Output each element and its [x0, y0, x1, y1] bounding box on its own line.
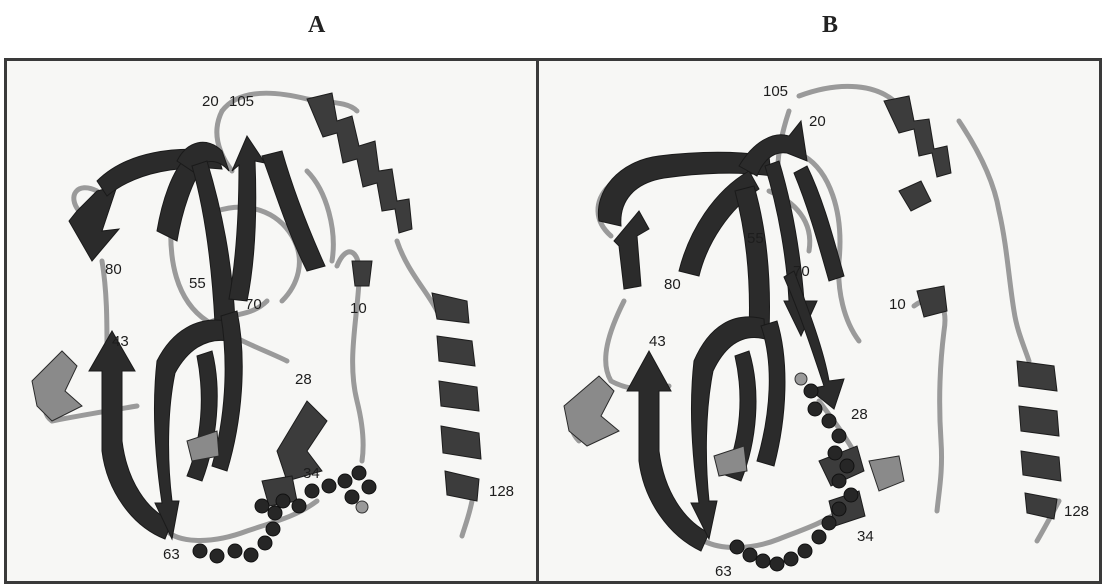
bead [268, 506, 282, 520]
beta-strand [229, 136, 265, 301]
alpha-helix [187, 431, 219, 461]
coil [914, 299, 945, 511]
panel-b-title: B [822, 12, 838, 39]
beta-strand [262, 151, 325, 271]
alpha-helix [352, 261, 372, 286]
alpha-helix [1025, 493, 1057, 519]
bead [210, 549, 224, 563]
bead [756, 554, 770, 568]
residue-label-55: 55 [747, 230, 764, 247]
residue-label-34: 34 [303, 465, 320, 482]
coil [799, 86, 899, 106]
alpha-helix [1019, 406, 1059, 436]
bead [322, 479, 336, 493]
residue-label-63: 63 [715, 563, 732, 580]
panel-b: 105 20 55 80 70 10 43 28 34 63 128 [536, 58, 1102, 584]
residue-label-43: 43 [649, 333, 666, 350]
beta-strand [735, 186, 769, 331]
bead [770, 557, 784, 571]
alpha-helix [869, 456, 904, 491]
residue-label-55: 55 [189, 275, 206, 292]
bead [832, 474, 846, 488]
residue-label-70: 70 [793, 263, 810, 280]
residue-label-43: 43 [112, 333, 129, 350]
bead [244, 548, 258, 562]
panel-a: 20 105 80 55 70 10 43 28 34 63 128 [4, 58, 540, 584]
bead [828, 446, 842, 460]
alpha-helix [432, 293, 469, 323]
bead [840, 459, 854, 473]
alpha-helix [307, 93, 412, 233]
bead [795, 373, 807, 385]
residue-label-10: 10 [889, 296, 906, 313]
coil [462, 501, 472, 536]
bead [832, 429, 846, 443]
bead [276, 494, 290, 508]
protein-ribbon-b: 105 20 55 80 70 10 43 28 34 63 128 [539, 61, 1099, 581]
residue-label-28: 28 [851, 406, 868, 423]
beta-strand [155, 320, 229, 539]
bead [804, 384, 818, 398]
residue-label-70: 70 [245, 296, 262, 313]
beta-strand [757, 321, 785, 466]
beta-strand [69, 186, 119, 261]
bead [822, 414, 836, 428]
bead [808, 402, 822, 416]
coil [397, 241, 437, 311]
alpha-helix [917, 286, 947, 317]
alpha-helix [437, 336, 475, 366]
bead [784, 552, 798, 566]
bead [362, 480, 376, 494]
alpha-helix [1021, 451, 1061, 481]
bead [255, 499, 269, 513]
residue-label-20: 20 [809, 113, 826, 130]
bead [338, 474, 352, 488]
residue-label-128: 128 [489, 483, 514, 500]
bead [292, 499, 306, 513]
residue-label-128: 128 [1064, 503, 1089, 520]
bead [258, 536, 272, 550]
bead [798, 544, 812, 558]
alpha-helix [714, 446, 747, 476]
residue-label-10: 10 [350, 300, 367, 317]
bead [193, 544, 207, 558]
bead [822, 516, 836, 530]
bead [305, 484, 319, 498]
alpha-helix [884, 96, 951, 177]
bead [730, 540, 744, 554]
residue-label-34: 34 [857, 528, 874, 545]
alpha-helix [899, 181, 931, 211]
residue-label-28: 28 [295, 371, 312, 388]
alpha-helix [439, 381, 479, 411]
residue-label-105: 105 [229, 93, 254, 110]
bead [266, 522, 280, 536]
beta-strand [187, 351, 217, 481]
bead [345, 490, 359, 504]
alpha-helix [1017, 361, 1057, 391]
coil [959, 121, 1029, 361]
protein-ribbon-a: 20 105 80 55 70 10 43 28 34 63 128 [7, 61, 537, 581]
bead [844, 488, 858, 502]
bead [352, 466, 366, 480]
residue-label-63: 63 [163, 546, 180, 563]
residue-label-20: 20 [202, 93, 219, 110]
alpha-helix [32, 351, 82, 421]
bead [832, 502, 846, 516]
bead [356, 501, 368, 513]
residue-label-105: 105 [763, 83, 788, 100]
alpha-helix [445, 471, 479, 501]
bead [743, 548, 757, 562]
bead [812, 530, 826, 544]
alpha-helix [441, 426, 481, 459]
residue-label-80: 80 [664, 276, 681, 293]
residue-label-80: 80 [105, 261, 122, 278]
bead [228, 544, 242, 558]
panel-a-title: A [308, 12, 325, 39]
